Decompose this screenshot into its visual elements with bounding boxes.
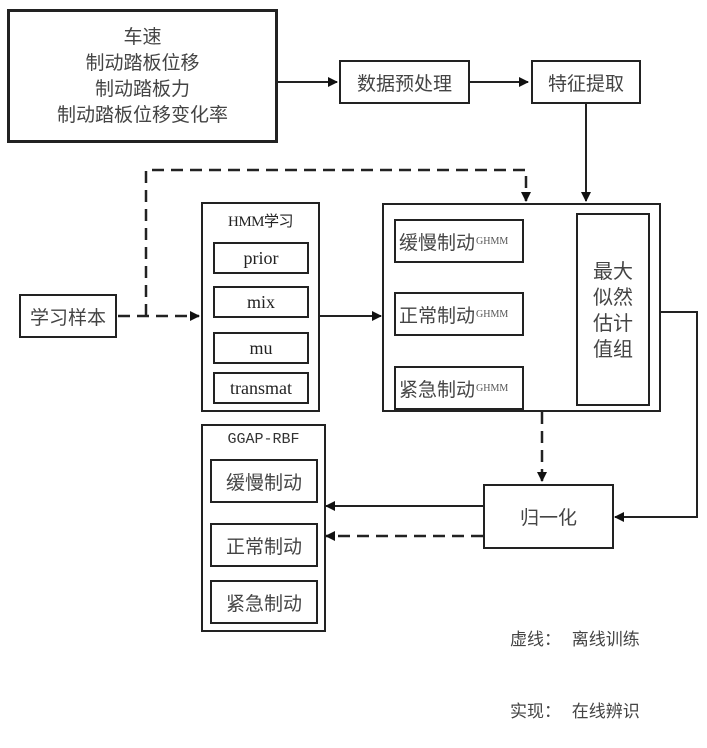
ghmm-model-normal: 正常制动GHMM <box>394 292 524 336</box>
data-preprocess-label: 数据预处理 <box>357 69 452 96</box>
input-signal: 制动踏板位移 <box>85 50 199 76</box>
hmm-param-prior: prior <box>213 242 309 274</box>
data-preprocess-box: 数据预处理 <box>339 60 470 104</box>
ghmm-model-emergency: 紧急制动GHMM <box>394 366 524 410</box>
legend: 虚线： 离线训练 实现： 在线辨识 <box>510 580 640 748</box>
normalize-box: 归一化 <box>483 484 614 549</box>
hmm-param-mu: mu <box>213 332 309 364</box>
input-signals-box: 车速 制动踏板位移 制动踏板力 制动踏板位移变化率 <box>7 9 278 143</box>
ghmm-group-box: 缓慢制动GHMM 正常制动GHMM 紧急制动GHMM 最大 似然 估计 值组 <box>382 203 661 412</box>
legend-solid: 实现： 在线辨识 <box>510 700 640 724</box>
rbf-class-normal: 正常制动 <box>210 523 318 567</box>
ggap-rbf-box: GGAP-RBF 缓慢制动 正常制动 紧急制动 <box>201 424 326 632</box>
input-signal: 制动踏板位移变化率 <box>57 102 228 128</box>
hmm-learning-box: HMM学习 prior mix mu transmat <box>201 202 320 412</box>
legend-dashed: 虚线： 离线训练 <box>510 628 640 652</box>
hmm-param-mix: mix <box>213 286 309 318</box>
feature-extraction-box: 特征提取 <box>531 60 641 104</box>
ggap-rbf-title: GGAP-RBF <box>203 431 324 448</box>
rbf-class-slow: 缓慢制动 <box>210 459 318 503</box>
rbf-class-emergency: 紧急制动 <box>210 580 318 624</box>
learning-samples-box: 学习样本 <box>19 294 117 338</box>
max-likelihood-box: 最大 似然 估计 值组 <box>576 213 650 406</box>
feature-extraction-label: 特征提取 <box>548 69 624 96</box>
input-signal: 制动踏板力 <box>95 76 190 102</box>
normalize-label: 归一化 <box>520 503 577 530</box>
input-signal: 车速 <box>123 24 161 50</box>
learning-samples-label: 学习样本 <box>30 303 106 330</box>
hmm-learning-title: HMM学习 <box>203 210 318 231</box>
hmm-param-transmat: transmat <box>213 372 309 404</box>
ghmm-model-slow: 缓慢制动GHMM <box>394 219 524 263</box>
